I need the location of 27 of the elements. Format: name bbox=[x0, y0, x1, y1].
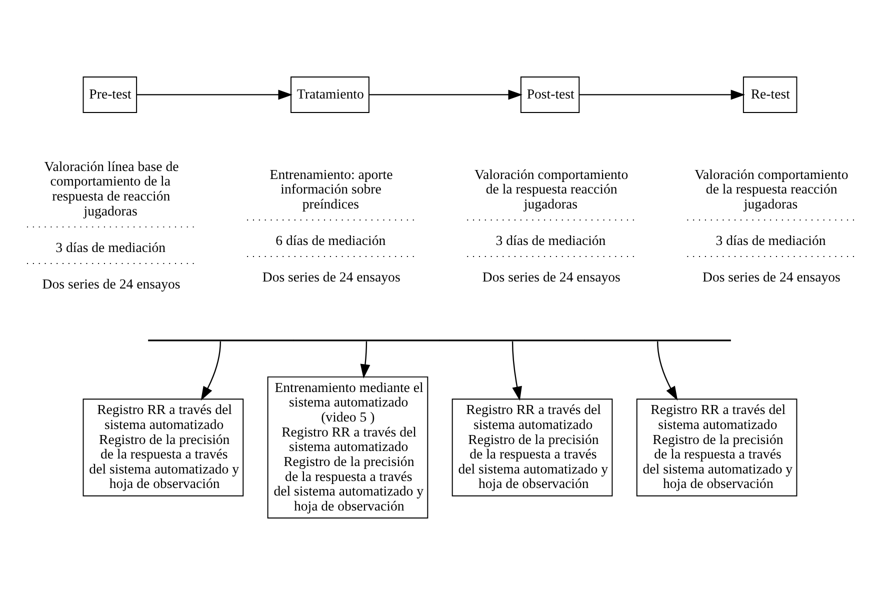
node-label: Dos series de 24 ensayos bbox=[262, 268, 400, 284]
node-box: Post-test bbox=[520, 76, 580, 112]
arrow bbox=[657, 340, 678, 400]
node-label: Dos series de 24 ensayos bbox=[42, 276, 180, 291]
arrow bbox=[512, 340, 522, 400]
node-box: Registro RR a través del sistema automatizado Registro de la precisión de la respuesta a través del sistema automatizado y hoja de observación bbox=[452, 398, 613, 496]
arrow bbox=[369, 89, 522, 100]
node-box: Tratamiento bbox=[290, 76, 370, 112]
node-box: Re-test bbox=[742, 76, 798, 112]
node-label: Valoración línea base de comportamiento de la respuesta de reacción jugadoras bbox=[44, 158, 179, 218]
arrow bbox=[579, 89, 746, 100]
arrow bbox=[136, 89, 292, 100]
node-box: Pre-test bbox=[82, 76, 138, 112]
node-label: Dos series de 24 ensayos bbox=[482, 268, 620, 284]
arrow bbox=[200, 340, 222, 400]
node-box: Registro RR a través del sistema automatizado Registro de la precisión de la respuesta a través del sistema automatizado y hoja de observación bbox=[636, 398, 798, 496]
node-label: Entrenamiento: aporte información sobre preíndices bbox=[270, 166, 393, 211]
node-label: 6 días de mediación bbox=[276, 232, 386, 248]
node-box: Entrenamiento mediante el sistema automatizado (video 5 ) Registro RR a través del sistema automatizado Registro de la precisión de la respuesta a través del sistema automatizado y hoja de observación bbox=[267, 376, 428, 518]
node-box: Registro RR a través del sistema automatizado Registro de la precisión de la respuesta a través del sistema automatizado y hoja de observación bbox=[82, 398, 244, 496]
node-label: Valoración comportamiento de la respuesta reacción jugadoras bbox=[694, 166, 848, 211]
node-label: 3 días de mediación bbox=[716, 232, 826, 248]
arrow bbox=[360, 340, 370, 378]
node-label: 3 días de mediación bbox=[496, 232, 606, 248]
node-label: Valoración comportamiento de la respuesta reacción jugadoras bbox=[474, 166, 628, 211]
node-label: 3 días de mediación bbox=[56, 239, 166, 254]
node-label: Dos series de 24 ensayos bbox=[702, 268, 840, 284]
